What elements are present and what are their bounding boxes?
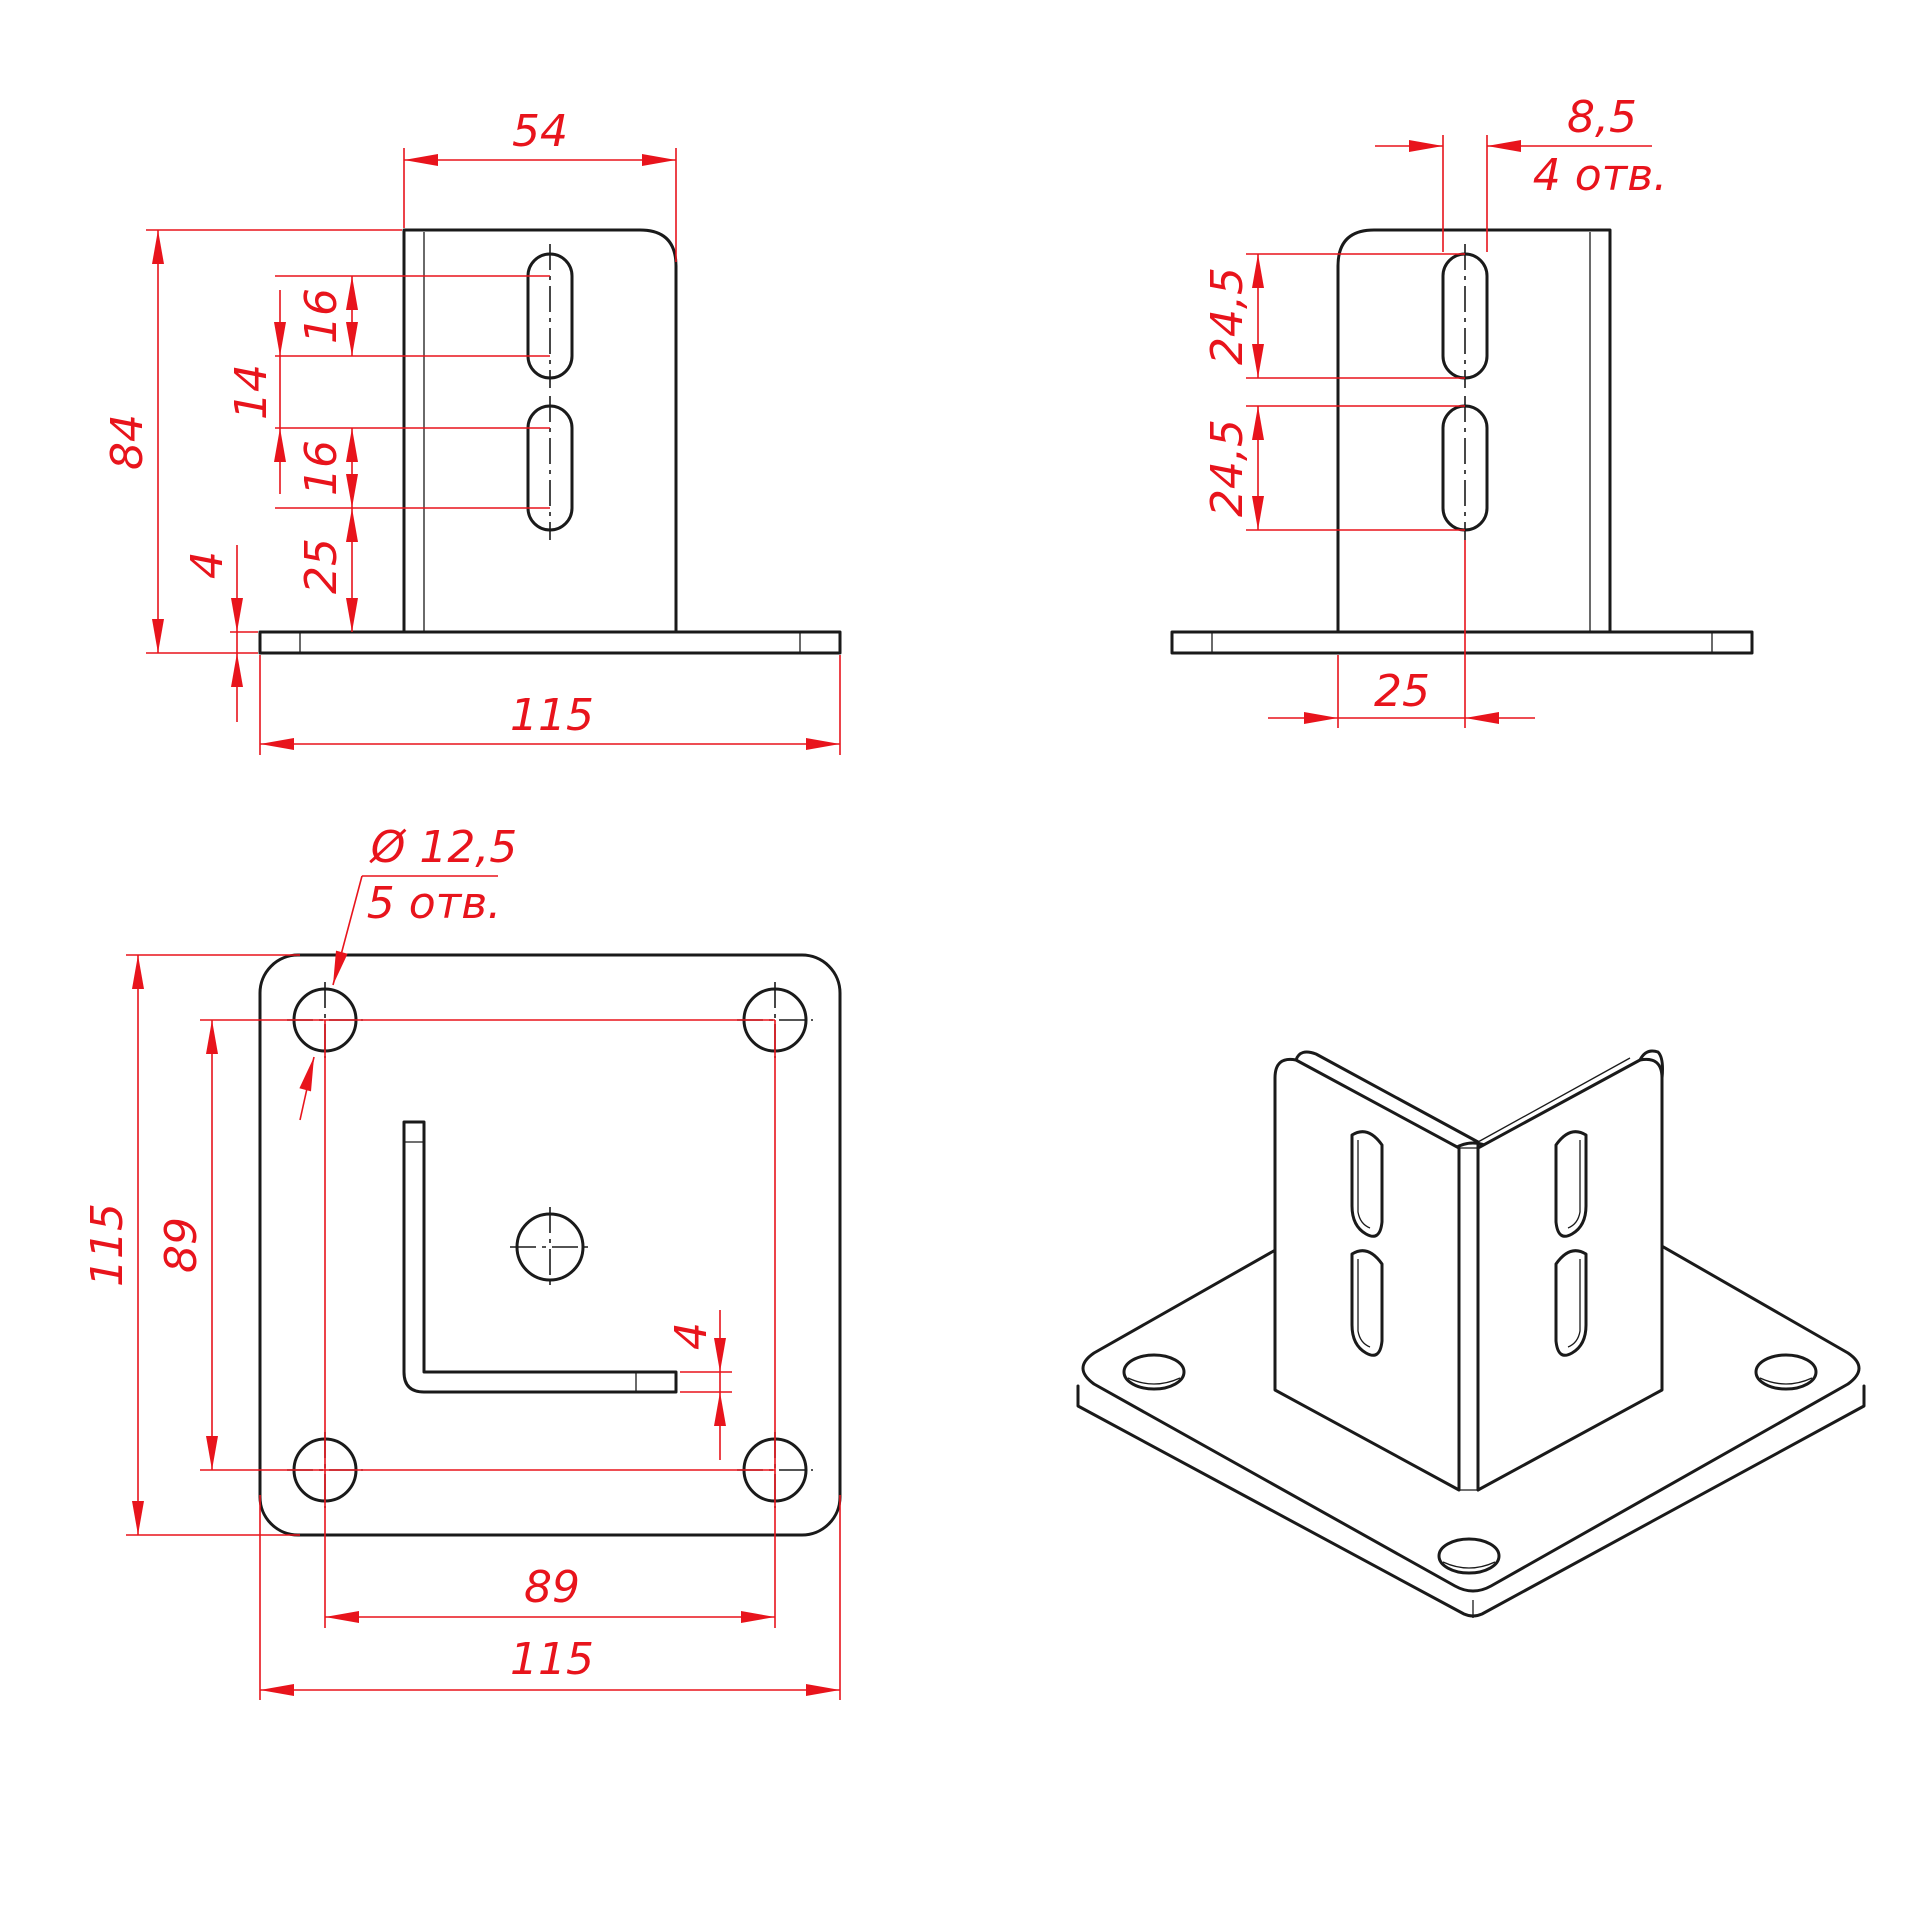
dim-text-115-vertical: 115 xyxy=(82,1203,133,1287)
dim-side-24-5-lower: 24,5 xyxy=(1202,406,1264,530)
iso-slot-right-upper xyxy=(1554,1130,1588,1238)
front-view: 54 84 16 14 xyxy=(102,106,842,755)
dim-front-16-upper: 16 xyxy=(296,276,358,356)
dim-text-diameter: Ø 12,5 xyxy=(369,822,518,873)
dim-text-25-side: 25 xyxy=(1374,666,1430,717)
iso-slot-left-lower xyxy=(1350,1249,1384,1357)
dim-text-24-5-upper: 24,5 xyxy=(1202,267,1253,365)
dim-front-4: 4 xyxy=(182,545,258,722)
front-base-plate xyxy=(258,630,842,655)
dim-text-8-5: 8,5 xyxy=(1567,92,1637,143)
dim-front-84: 84 xyxy=(102,229,402,654)
dim-text-4-wall: 4 xyxy=(666,1322,717,1350)
dim-top-115-horizontal: 115 xyxy=(259,1495,841,1700)
top-view: Ø 12,5 5 отв. 115 89 89 xyxy=(82,822,842,1700)
side-view: 8,5 4 отв. 24,5 24,5 xyxy=(1170,92,1754,728)
side-slot-lower xyxy=(1441,404,1489,532)
front-slot-extensions xyxy=(275,275,550,509)
dim-text-89-vertical: 89 xyxy=(156,1217,207,1273)
dim-text-16-upper: 16 xyxy=(296,288,347,344)
iso-slot-left-upper xyxy=(1350,1130,1384,1238)
dim-text-89-horizontal: 89 xyxy=(524,1562,580,1613)
dim-text-25: 25 xyxy=(296,538,347,594)
dim-top-4: 4 xyxy=(666,1310,732,1460)
dim-text-5-holes: 5 отв. xyxy=(367,878,501,929)
front-slot-upper xyxy=(526,252,574,380)
dim-text-24-5-lower: 24,5 xyxy=(1202,419,1253,517)
side-upright xyxy=(1336,228,1612,634)
front-upright xyxy=(402,228,678,634)
dim-front-115: 115 xyxy=(259,655,841,755)
dim-side-24-5-upper: 24,5 xyxy=(1202,254,1264,378)
dim-text-115: 115 xyxy=(510,690,594,741)
side-slot-extensions xyxy=(1246,253,1465,531)
dim-front-25: 25 xyxy=(296,508,358,632)
dim-top-89-horizontal: 89 xyxy=(324,1020,776,1628)
iso-hole-left xyxy=(1122,1353,1186,1391)
dim-text-115-horizontal: 115 xyxy=(510,1634,594,1685)
top-base-plate xyxy=(258,953,842,1537)
dim-text-4: 4 xyxy=(182,551,233,579)
dim-front-14: 14 xyxy=(226,290,286,494)
iso-hole-front xyxy=(1437,1537,1501,1575)
dim-text-54: 54 xyxy=(512,106,568,157)
hole-centerlines xyxy=(287,982,813,1508)
dim-front-16-lower: 16 xyxy=(296,428,358,508)
dim-top-115-vertical: 115 xyxy=(82,954,300,1536)
dim-text-84: 84 xyxy=(102,414,153,470)
side-slot-upper xyxy=(1441,252,1489,380)
dim-text-14: 14 xyxy=(226,364,277,420)
front-slot-lower xyxy=(526,404,574,532)
top-angle-section xyxy=(402,1120,678,1394)
iso-slot-right-lower xyxy=(1554,1249,1588,1357)
dim-text-16-lower: 16 xyxy=(296,440,347,496)
dim-top-diameter: Ø 12,5 5 отв. xyxy=(299,822,518,1121)
dim-side-25: 25 xyxy=(1268,540,1535,728)
iso-upright-left xyxy=(1273,1057,1461,1492)
dim-front-54: 54 xyxy=(403,106,677,262)
isometric-view xyxy=(1076,1049,1866,1618)
dim-text-4-holes: 4 отв. xyxy=(1533,150,1667,201)
dim-side-slot-width: 8,5 4 отв. xyxy=(1375,92,1667,252)
dim-top-89-vertical: 89 xyxy=(156,1019,775,1471)
side-base-plate xyxy=(1170,630,1754,655)
iso-hole-right xyxy=(1754,1353,1818,1391)
